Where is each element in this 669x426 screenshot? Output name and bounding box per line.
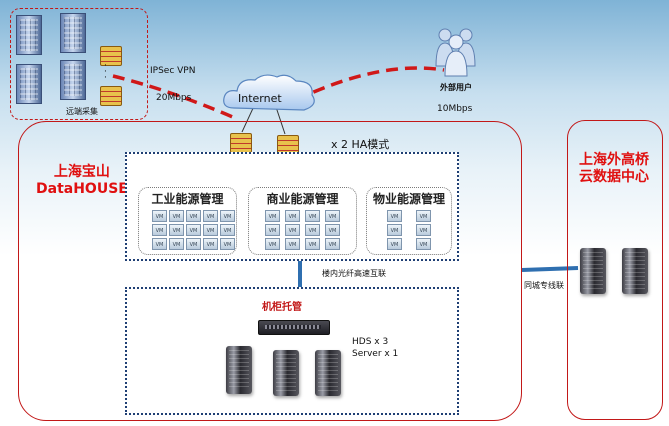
vm-icon: VM	[265, 210, 280, 222]
users-icon	[435, 28, 476, 77]
vm-icon: VM	[203, 210, 218, 222]
external-users-label: 外部用户	[440, 83, 472, 92]
building-icon	[60, 13, 86, 53]
vm-icon: VM	[186, 224, 201, 236]
vm-icon: VM	[203, 224, 218, 236]
vm-icon: VM	[387, 224, 402, 236]
vm-grid: VM VM VM VM VM VM VM VM VM VM VM VM VM V…	[152, 210, 235, 250]
main-datacenter-title: 上海宝山 DataHOUSE	[36, 164, 128, 198]
pod-property-title: 物业能源管理	[372, 192, 445, 206]
vm-icon: VM	[387, 210, 402, 222]
backup-datacenter-title-line1: 上海外高桥	[579, 152, 649, 168]
branch-label: 远端采集	[66, 107, 98, 116]
backup-datacenter-boundary	[567, 120, 663, 420]
ellipsis-icon: ···	[104, 61, 107, 83]
vm-icon: VM	[169, 224, 184, 236]
vm-icon: VM	[152, 210, 167, 222]
vm-icon: VM	[152, 238, 167, 250]
branch-group	[10, 8, 148, 120]
interconnect-label: 楼内光纤高速互联	[322, 269, 386, 278]
vm-icon: VM	[305, 224, 320, 236]
pod-property: 物业能源管理 VM VM VM VM VM VM	[366, 187, 452, 255]
pod-commercial: 商业能源管理 VM VM VM VM VM VM VM VM VM VM VM …	[248, 187, 357, 255]
server-rack	[315, 350, 341, 396]
firewall-icon	[100, 46, 122, 66]
vm-icon: VM	[169, 210, 184, 222]
vm-icon: VM	[220, 224, 235, 236]
vm-icon: VM	[325, 210, 340, 222]
building-icon	[16, 64, 42, 104]
building-icon	[60, 60, 86, 100]
rack-hosting-title: 机柜托管	[262, 302, 302, 313]
pod-industrial: 工业能源管理 VM VM VM VM VM VM VM VM VM VM VM …	[138, 187, 237, 255]
city-link-line	[521, 266, 579, 272]
main-datacenter-title-line2: DataHOUSE	[36, 181, 128, 197]
vm-grid: VM VM VM VM VM VM	[387, 210, 431, 250]
backup-datacenter-title: 上海外高桥 云数据中心	[570, 152, 658, 186]
vm-icon: VM	[416, 224, 431, 236]
hds-storage-rack	[273, 350, 299, 396]
external-bandwidth: 10Mbps	[437, 104, 473, 114]
backup-server-rack	[580, 248, 606, 294]
vm-icon: VM	[220, 210, 235, 222]
vm-icon: VM	[387, 238, 402, 250]
vm-icon: VM	[285, 210, 300, 222]
internet-label: Internet	[238, 92, 282, 105]
main-datacenter-boundary	[18, 121, 522, 421]
ha-mode-label: x 2 HA模式	[331, 138, 390, 151]
vm-icon: VM	[220, 238, 235, 250]
backup-server-rack	[622, 248, 648, 294]
vpn-link-line	[112, 74, 236, 120]
vm-icon: VM	[416, 238, 431, 250]
vm-icon: VM	[186, 210, 201, 222]
vm-icon: VM	[265, 224, 280, 236]
server-count-label: Server x 1	[352, 349, 399, 359]
cloud-icon	[223, 74, 315, 111]
vm-icon: VM	[325, 238, 340, 250]
pod-industrial-title: 工业能源管理	[151, 192, 224, 206]
city-link-label: 同城专线联	[524, 281, 564, 290]
ipsec-label: IPSec VPN	[150, 66, 196, 76]
pod-commercial-title: 商业能源管理	[266, 192, 339, 206]
building-icon	[16, 15, 42, 55]
hds-count-label: HDS x 3	[352, 337, 389, 347]
vm-icon: VM	[186, 238, 201, 250]
vm-icon: VM	[169, 238, 184, 250]
vm-icon: VM	[152, 224, 167, 236]
vm-icon: VM	[325, 224, 340, 236]
hds-storage-rack	[226, 346, 252, 394]
vm-icon: VM	[416, 210, 431, 222]
vm-icon: VM	[285, 238, 300, 250]
vm-icon: VM	[265, 238, 280, 250]
firewall-icon	[100, 86, 122, 106]
switch-icon	[258, 320, 330, 335]
external-link-line	[295, 66, 445, 102]
vm-icon: VM	[305, 238, 320, 250]
vm-grid: VM VM VM VM VM VM VM VM VM VM VM VM	[265, 210, 340, 250]
ipsec-bandwidth: 20Mbps	[156, 93, 192, 103]
backup-datacenter-title-line2: 云数据中心	[579, 169, 649, 185]
vm-icon: VM	[305, 210, 320, 222]
vm-icon: VM	[203, 238, 218, 250]
vm-icon: VM	[285, 224, 300, 236]
main-datacenter-title-line1: 上海宝山	[53, 164, 110, 180]
